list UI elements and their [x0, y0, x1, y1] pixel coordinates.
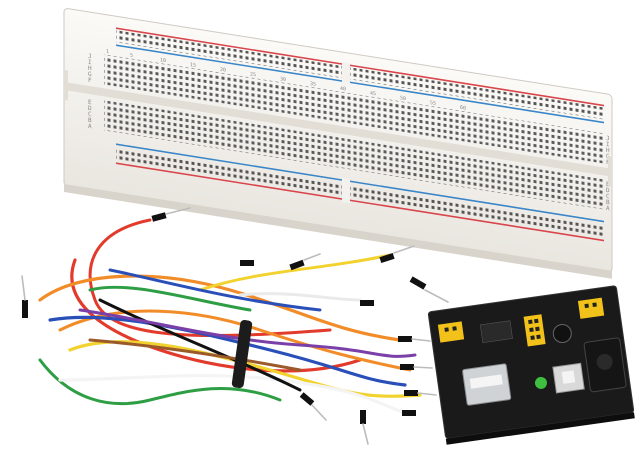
- lower-terminal-holes: [104, 100, 604, 210]
- column-number: 25: [250, 71, 256, 78]
- column-numbers: 1 5 10 15 20 25 30 35 40 45 50 55 60: [106, 49, 466, 112]
- top-red-rail-line: [116, 27, 604, 107]
- wire-purple: [78, 308, 417, 358]
- column-number: 30: [280, 76, 286, 83]
- cable-tie: [231, 320, 253, 388]
- wire-red: [70, 258, 362, 373]
- row-label: H: [606, 147, 610, 155]
- wire-red: [88, 218, 332, 338]
- capacitor: [552, 324, 572, 344]
- wire-orange: [38, 274, 402, 342]
- row-label: E: [88, 99, 92, 107]
- power-led: [534, 376, 547, 389]
- row-label: F: [88, 77, 92, 85]
- row-label: J: [88, 53, 92, 61]
- row-label: H: [88, 65, 92, 73]
- column-number: 10: [160, 57, 166, 64]
- wire-yellow: [198, 253, 392, 292]
- wire-orange: [58, 309, 412, 372]
- jumper-wire-bundle: [21, 207, 449, 445]
- column-number: 20: [220, 67, 226, 74]
- upper-terminal-holes: [104, 54, 604, 164]
- breadboard: J I H G F E D C B A J I H G F E D C B A …: [63, 8, 613, 279]
- row-labels-right: J I H G F E D C B A: [606, 135, 610, 213]
- bottom-blue-rail-line: [116, 143, 604, 223]
- wire-green: [88, 285, 252, 312]
- wire-blue: [48, 315, 407, 387]
- wire-white: [238, 292, 362, 302]
- row-label: G: [88, 71, 92, 79]
- column-number: 60: [460, 105, 466, 112]
- bottom-rail-holes: [116, 147, 604, 237]
- header-pins-right: [577, 297, 605, 319]
- row-label: D: [606, 187, 610, 195]
- row-label: A: [606, 205, 610, 213]
- column-number: 35: [310, 81, 316, 88]
- header-pins-left: [437, 321, 465, 343]
- row-label: B: [88, 117, 92, 125]
- column-number: 55: [430, 100, 436, 107]
- row-labels-left: J I H G F E D C B A: [88, 53, 92, 131]
- row-label: C: [606, 193, 610, 201]
- row-label: G: [606, 153, 610, 161]
- row-label: A: [88, 123, 92, 131]
- column-number: 5: [130, 52, 133, 58]
- row-label: I: [88, 59, 92, 67]
- wire-green: [38, 358, 282, 406]
- wire-blue: [108, 268, 322, 312]
- center-channel: [68, 82, 608, 177]
- row-label: C: [88, 111, 92, 119]
- row-label: I: [606, 141, 610, 149]
- bottom-red-rail-line: [116, 162, 604, 242]
- wire-brown: [88, 338, 302, 372]
- wire-white: [58, 373, 412, 417]
- column-number: 45: [370, 90, 376, 97]
- top-rail-holes: [116, 30, 604, 120]
- row-label: F: [606, 159, 610, 167]
- wire-connectors: [21, 207, 449, 445]
- row-label: E: [606, 181, 610, 189]
- top-blue-rail-line: [116, 44, 604, 124]
- column-number: 50: [400, 95, 406, 102]
- wire-black: [98, 298, 302, 392]
- row-label: D: [88, 105, 92, 113]
- column-number: 15: [190, 62, 196, 69]
- row-label: B: [606, 199, 610, 207]
- voltage-regulator: [479, 320, 513, 344]
- row-label: J: [606, 135, 610, 143]
- power-supply-module: [427, 285, 635, 445]
- column-number: 1: [106, 49, 109, 55]
- column-number: 40: [340, 86, 346, 93]
